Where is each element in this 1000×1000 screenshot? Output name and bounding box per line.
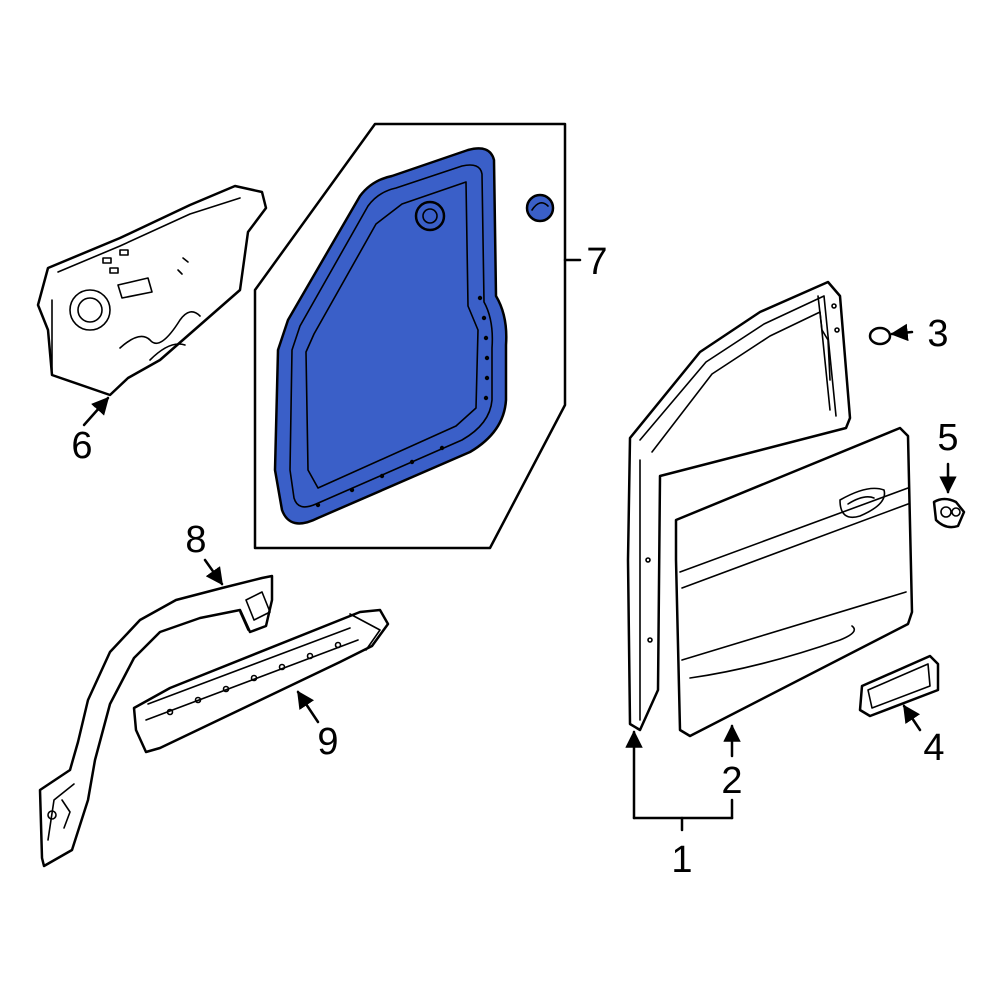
plug-part[interactable] — [868, 326, 892, 346]
outer-door-panel-part[interactable] — [674, 426, 914, 738]
weatherstrip-seal — [273, 147, 508, 525]
door-shell-part[interactable] — [626, 280, 852, 732]
callout-1: 1 — [671, 839, 692, 881]
callout-7: 7 — [586, 241, 607, 283]
door-weatherstrip-part[interactable] — [253, 122, 567, 550]
callout-9: 9 — [317, 721, 338, 763]
door-frame-molding-part[interactable] — [38, 574, 274, 868]
callout-5: 5 — [937, 417, 958, 459]
retainer-clip-part[interactable] — [932, 497, 966, 529]
door-trim-panel-part[interactable] — [36, 184, 268, 397]
callout-2: 2 — [721, 760, 742, 802]
callout-3: 3 — [927, 313, 948, 355]
callout-8: 8 — [185, 519, 206, 561]
sill-molding-part[interactable] — [132, 608, 390, 754]
access-cover-part[interactable] — [858, 654, 940, 718]
callout-6: 6 — [71, 425, 92, 467]
callout-4: 4 — [923, 727, 944, 769]
